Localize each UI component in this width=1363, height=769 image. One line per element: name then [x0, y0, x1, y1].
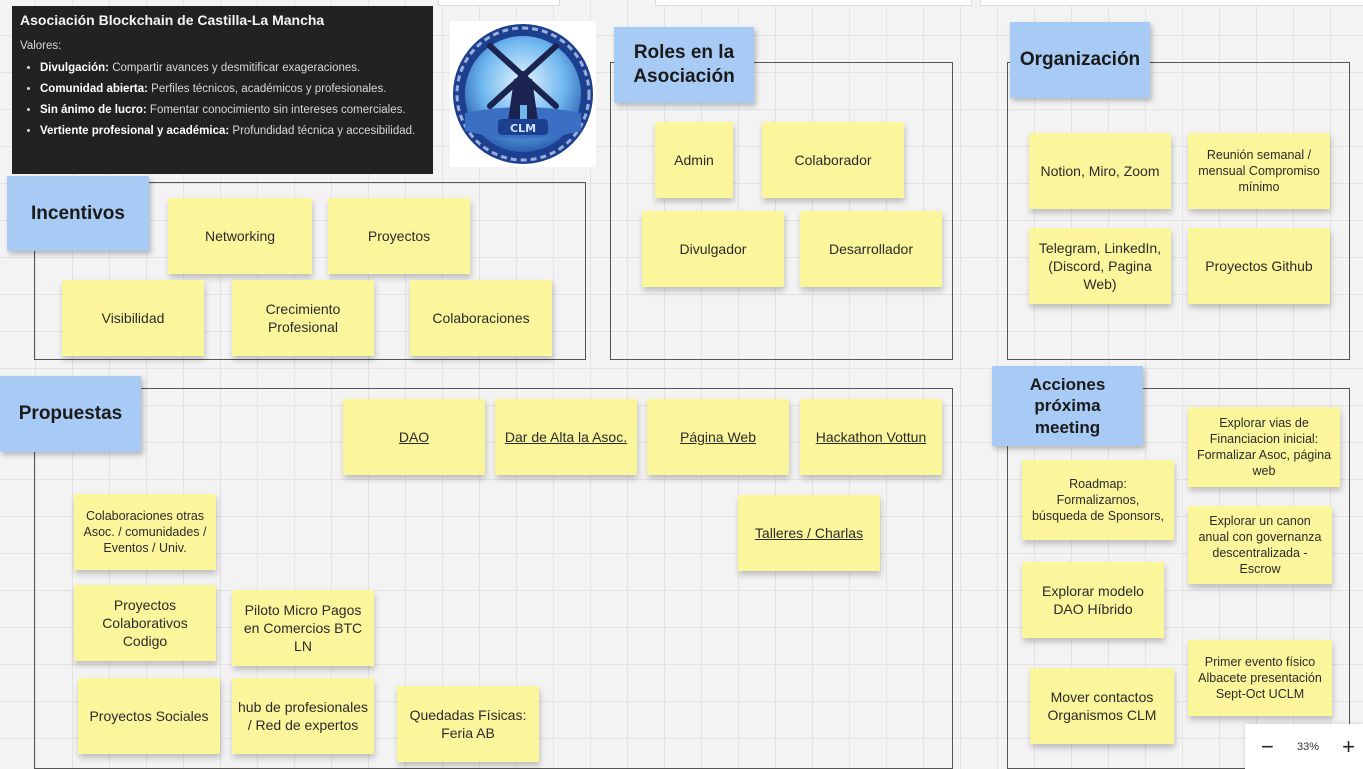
valor-item: Sin ánimo de lucro: Fomentar conocimient…	[40, 104, 425, 116]
clm-logo[interactable]: CLM	[450, 21, 596, 167]
svg-text:CLM: CLM	[510, 122, 536, 135]
toolbar-fragment	[980, 0, 1363, 6]
sticky-note[interactable]: Colaborador	[762, 122, 904, 198]
intro-title: Asociación Blockchain de Castilla-La Man…	[20, 12, 325, 28]
zoom-control: − 33% +	[1245, 724, 1363, 769]
sticky-note[interactable]: Networking	[168, 198, 312, 274]
sticky-note[interactable]: Admin	[655, 122, 733, 198]
sticky-note[interactable]: Mover contactos Organismos CLM	[1030, 668, 1174, 744]
sticky-link-note[interactable]: Página Web	[647, 399, 789, 475]
zoom-level: 33%	[1296, 740, 1320, 753]
sticky-note[interactable]: Quedadas Físicas: Feria AB	[397, 686, 539, 762]
sticky-note[interactable]: Notion, Miro, Zoom	[1029, 133, 1171, 209]
sticky-note[interactable]: Proyectos Github	[1188, 228, 1330, 304]
incentivos-header[interactable]: Incentivos	[7, 176, 149, 251]
acciones-header[interactable]: Acciones próxima meeting	[992, 366, 1143, 446]
sticky-note[interactable]: Proyectos Colaborativos Codigo	[74, 585, 216, 661]
valor-item: Divulgación: Compartir avances y desmiti…	[40, 62, 425, 74]
propuestas-header[interactable]: Propuestas	[0, 376, 141, 452]
sticky-note[interactable]: Visibilidad	[62, 280, 204, 356]
sticky-note[interactable]: hub de profesionales / Red de expertos	[232, 678, 374, 754]
link-text[interactable]: Talleres / Charlas	[754, 524, 864, 541]
windmill-logo-icon: CLM	[453, 24, 593, 164]
sticky-note[interactable]: Explorar modelo DAO Híbrido	[1022, 562, 1164, 638]
sticky-link-note[interactable]: DAO	[343, 399, 485, 475]
zoom-in-button[interactable]: +	[1342, 733, 1355, 759]
organizacion-frame[interactable]	[1007, 62, 1350, 360]
sticky-note[interactable]: Desarrollador	[800, 211, 942, 287]
sticky-note[interactable]: Primer evento físico Albacete presentaci…	[1188, 640, 1332, 716]
sticky-note[interactable]: Colaboraciones	[410, 280, 552, 356]
link-text[interactable]: Dar de Alta la Asoc.	[504, 428, 628, 445]
sticky-note[interactable]: Divulgador	[642, 211, 784, 287]
link-text[interactable]: Página Web	[679, 428, 756, 445]
sticky-note[interactable]: Colaboraciones otras Asoc. / comunidades…	[74, 494, 216, 570]
sticky-link-note[interactable]: Dar de Alta la Asoc.	[495, 399, 637, 475]
sticky-note[interactable]: Explorar un canon anual con governanza d…	[1188, 506, 1332, 584]
valor-item: Comunidad abierta: Perfiles técnicos, ac…	[40, 83, 425, 95]
sticky-note[interactable]: Crecimiento Profesional	[232, 280, 374, 356]
roles-header[interactable]: Roles en la Asociación	[614, 27, 754, 103]
valores-list: Divulgación: Compartir avances y desmiti…	[20, 62, 425, 137]
sticky-note[interactable]: Telegram, LinkedIn, (Discord, Pagina Web…	[1029, 228, 1171, 304]
sticky-link-note[interactable]: Hackathon Vottun	[800, 399, 942, 475]
roles-frame[interactable]	[610, 62, 953, 360]
sticky-note[interactable]: Piloto Micro Pagos en Comercios BTC LN	[232, 590, 374, 666]
sticky-note[interactable]: Roadmap: Formalizarnos, búsqueda de Spon…	[1022, 460, 1174, 540]
link-text[interactable]: DAO	[398, 428, 430, 445]
valores-label: Valores:	[20, 40, 62, 52]
sticky-note[interactable]: Proyectos Sociales	[78, 678, 220, 754]
zoom-out-button[interactable]: −	[1261, 733, 1274, 759]
toolbar-fragment	[438, 0, 560, 6]
organizacion-header[interactable]: Organización	[1010, 22, 1150, 98]
sticky-link-note[interactable]: Talleres / Charlas	[738, 495, 880, 571]
sticky-note[interactable]: Proyectos	[328, 198, 470, 274]
sticky-note[interactable]: Reunión semanal / mensual Compromiso mín…	[1188, 133, 1330, 209]
valor-item: Vertiente profesional y académica: Profu…	[40, 125, 425, 137]
intro-panel[interactable]: Asociación Blockchain de Castilla-La Man…	[12, 6, 433, 174]
sticky-note[interactable]: Explorar vias de Financiacion inicial: F…	[1188, 407, 1340, 487]
incentivos-frame[interactable]	[34, 182, 586, 360]
link-text[interactable]: Hackathon Vottun	[815, 428, 927, 445]
toolbar-fragment	[655, 0, 972, 6]
